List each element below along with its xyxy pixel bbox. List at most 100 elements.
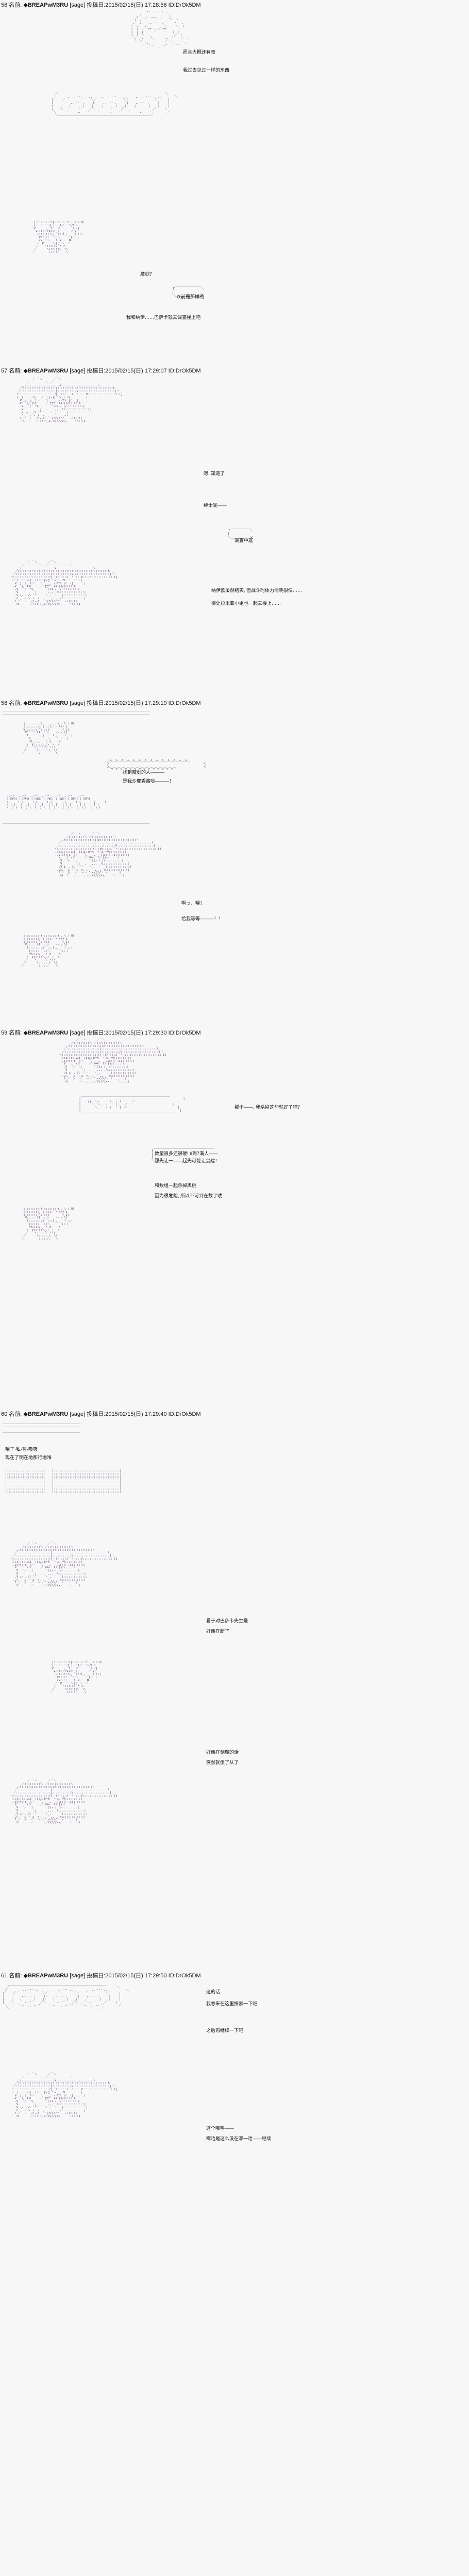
name-label: 名前:	[9, 700, 22, 706]
poster-id: DrOk5DM	[175, 368, 201, 374]
ascii-art-crowd-58: ,.⌒ヽ ,.⌒ヽ ,.⌒ヽ ,.⌒ヽ ,.⌒ヽ ,.⌒ヽ ,.⌒ヽ ( ﾟ∀ﾟ…	[7, 794, 107, 810]
post-56: 56 名前: ◆BREAPwM3RU [sage] 投稿日:2015/02/15…	[0, 0, 469, 366]
post-date: 2015/02/15(日)	[105, 368, 143, 374]
dialogue-line: 魔剑？	[140, 272, 155, 277]
dialogue-line: 看于对巴萨卡先生是	[206, 1618, 248, 1623]
ascii-art-figure-60c: ／ ＾ヽ ／＾＼ ／:::::::::＼ ／:::::::::::::＼ ,.ｲ…	[11, 1780, 118, 1825]
poster-id-label: ID:	[168, 368, 176, 374]
post-number: 58	[1, 700, 8, 706]
tripcode[interactable]: ◆BREAPwM3RU	[23, 1973, 69, 1979]
ascii-art-character-57b: ／ ＾ヽ ／＾＼ ／:::::::::＼ ／:::::::::::::＼ ,.ｲ…	[11, 561, 118, 606]
date-label: 投稿日:	[87, 2, 106, 8]
post-59: 59 名前: ◆BREAPwM3RU [sage] 投稿日:2015/02/15…	[0, 1028, 469, 1409]
post-time: 17:29:50	[144, 1973, 167, 1979]
ascii-art-body-56: ＿＿＿＿＿＿＿＿＿＿＿＿＿＿＿＿＿＿＿＿＿＿＿＿＿＿＿＿＿＿＿＿＿＿ ／ ＼ ／…	[52, 90, 178, 117]
post-58: 58 名前: ◆BREAPwM3RU [sage] 投稿日:2015/02/15…	[0, 698, 469, 1028]
tripcode[interactable]: ◆BREAPwM3RU	[23, 2, 69, 8]
ascii-art-figure-58c: |:::::::::ﾄ|::::::::ｲ ､ l ﾉ 川 |::::::::{…	[22, 935, 74, 968]
tripcode[interactable]: ◆BREAPwM3RU	[23, 1030, 69, 1036]
poster-id: DrOk5DM	[175, 700, 201, 706]
poster-id-label: ID:	[168, 1030, 176, 1036]
post-number: 56	[1, 2, 8, 8]
dialogue-line: 这个哪呼——	[206, 2126, 234, 2131]
dialogue-line: 那先让一——起先可能让会建！	[155, 1158, 220, 1163]
post-date: 2015/02/15(日)	[105, 1411, 143, 1417]
name-label: 名前:	[9, 2, 22, 8]
dialogue-line: 是我沙耶香酱哒———！	[123, 778, 174, 784]
ascii-art-divider-58: ＿＿＿＿＿＿＿＿＿＿＿＿＿＿＿＿＿＿＿＿＿＿＿＿＿＿＿＿＿＿＿＿＿＿＿＿＿＿＿＿…	[3, 709, 150, 715]
dialogue-line: 好像在剑魔的话	[206, 1750, 239, 1755]
post-61: 61 名前: ◆BREAPwM3RU [sage] 投稿日:2015/02/15…	[0, 1971, 469, 2166]
post-header: 58 名前: ◆BREAPwM3RU [sage] 投稿日:2015/02/15…	[0, 698, 469, 708]
post-date: 2015/02/15(日)	[105, 1973, 143, 1979]
dialogue-line: 之后再继续一下吧	[206, 2028, 244, 2033]
poster-id: DrOk5DM	[175, 1030, 201, 1036]
post-number: 60	[1, 1411, 8, 1417]
tripcode[interactable]: ◆BREAPwM3RU	[23, 700, 69, 706]
post-date: 2015/02/15(日)	[105, 1030, 143, 1036]
sage-tag: [sage]	[70, 2, 86, 8]
post-header: 56 名前: ◆BREAPwM3RU [sage] 投稿日:2015/02/15…	[0, 0, 469, 10]
dialogue-line: 好像在断了	[206, 1629, 230, 1634]
post-time: 17:29:19	[144, 700, 167, 706]
date-label: 投稿日:	[87, 700, 106, 706]
tripcode[interactable]: ◆BREAPwM3RU	[23, 368, 69, 374]
post-number: 59	[1, 1030, 8, 1036]
speech-bubble-frame: ｆ￣￣￣￣￣￣￣￣＼ | ＼＿＿＿＿＿＿＿＿乂	[172, 287, 204, 297]
poster-id: DrOk5DM	[175, 1411, 201, 1417]
post-60: 60 名前: ◆BREAPwM3RU [sage] 投稿日:2015/02/15…	[0, 1409, 469, 1971]
post-number: 61	[1, 1973, 8, 1979]
dialogue-line: 绅士呢——	[204, 503, 227, 508]
dialogue-line: 找到魔剑的人———	[123, 770, 165, 775]
ascii-art-figure-59: ／ ＾ヽ ／＾＼ ／:::::::::＼ ／:::::::::::::＼ ,.ｲ…	[60, 1039, 166, 1084]
ascii-art-divider-58c: ＿＿＿＿＿＿＿＿＿＿＿＿＿＿＿＿＿＿＿＿＿＿＿＿＿＿＿＿＿＿＿＿＿＿＿＿＿＿＿＿…	[3, 1007, 150, 1010]
dialogue-line: 得让拉米亚小姐也一起去楼上……	[211, 601, 281, 606]
dialogue-line: 我和纳伊……巴萨卡就去调查楼上吧	[126, 315, 201, 320]
ascii-art-figure-60b: |:::::::::ﾄ|::::::::ｲ ､ l ﾉ 川 |::::::::{…	[50, 1661, 103, 1694]
post-57: 57 名前: ◆BREAPwM3RU [sage] 投稿日:2015/02/15…	[0, 366, 469, 698]
dialogue-line: 现在了明在地那行地唯	[5, 1455, 52, 1460]
ascii-art-figure-58b: ／ ＾ヽ ／＾＼ ／:::::::::＼ ／:::::::::::::＼ ,.ｲ…	[55, 833, 161, 878]
sage-tag: [sage]	[70, 1973, 86, 1979]
post-date: 2015/02/15(日)	[105, 2, 143, 8]
dialogue-line: 而且大概还有毒	[183, 49, 216, 55]
poster-id: DrOk5DM	[175, 2, 201, 8]
poster-id-label: ID:	[168, 2, 176, 8]
tripcode[interactable]: ◆BREAPwM3RU	[23, 1411, 69, 1417]
post-header: 59 名前: ◆BREAPwM3RU [sage] 投稿日:2015/02/15…	[0, 1028, 469, 1038]
dialogue-line: 突然就像了从了	[206, 1760, 239, 1765]
post-time: 17:29:40	[144, 1411, 167, 1417]
dialogue-line: 数量很多还很硬! 6到7满人——	[155, 1151, 219, 1156]
post-number: 57	[1, 368, 8, 374]
poster-id-label: ID:	[168, 1411, 176, 1417]
ascii-art-face-56: ,. -‐―‐- ､ , '´ ` 、 / ,. -――- 、 ＼ / , '´…	[131, 10, 191, 49]
sage-tag: [sage]	[70, 700, 86, 706]
post-time: 17:29:07	[144, 368, 167, 374]
dialogue-line: 给我等等———！！	[181, 916, 224, 921]
ascii-art-figure-60: ／ ＾ヽ ／＾＼ ／:::::::::＼ ／:::::::::::::＼ ,.ｲ…	[11, 1543, 118, 1588]
date-label: 投稿日:	[87, 1973, 106, 1979]
dialogue-line: 我过去见过一样的东西	[183, 67, 230, 73]
post-date: 2015/02/15(日)	[105, 700, 143, 706]
dialogue-line: 嗯, 知道了	[204, 471, 225, 476]
poster-id: DrOk5DM	[175, 1973, 201, 1979]
sage-tag: [sage]	[70, 1030, 86, 1036]
dialogue-line: 纳伊欧虽然结实, 但战斗时体力消耗很快……	[211, 588, 303, 593]
post-header: 60 名前: ◆BREAPwM3RU [sage] 投稿日:2015/02/15…	[0, 1409, 469, 1419]
ascii-art-grid-60: |:::::::::::::::::::::| |:::::::::::::::…	[5, 1469, 122, 1494]
post-header: 57 名前: ◆BREAPwM3RU [sage] 投稿日:2015/02/15…	[0, 366, 469, 376]
dialogue-line: 我意来在这里搜索一下吧	[206, 2001, 258, 2006]
date-label: 投稿日:	[87, 368, 106, 374]
dialogue-line: 喂子·私·暂·吸吸	[5, 1447, 38, 1452]
ascii-art-shout-58: ＿人＿人＿人＿人＿人＿人＿人＿人＿人＿人＿人＿人＿人＿人＿ ＞ ＜ ＞ ＜ ￣Y…	[106, 759, 206, 772]
speech-bubble-frame-59: ＿＿＿＿＿＿＿＿＿＿＿＿＿＿＿＿＿＿＿ | | | ＼＿＿＿＿＿＿＿＿＿＿＿＿＿…	[151, 1146, 214, 1163]
name-label: 名前:	[9, 368, 22, 374]
ascii-art-figure-56: |:::::::::ﾄ|::::::::ｲ ､ l ﾉ 川 |::::::::{…	[32, 221, 85, 254]
ascii-art-panel-59: ＿＿＿＿＿＿＿＿＿＿＿＿＿＿＿＿＿＿＿＿＿＿＿＿＿＿＿＿＿＿＿ | | | ((…	[79, 1094, 185, 1112]
dialogue-line: 啊っ、喂！	[181, 901, 205, 906]
post-time: 17:29:30	[144, 1030, 167, 1036]
ascii-art-figure-58: |:::::::::ﾄ|::::::::ｲ ､ l ﾉ 川 |::::::::{…	[22, 722, 74, 755]
sage-tag: [sage]	[70, 368, 86, 374]
ascii-art-divider-58b: ＿＿＿＿＿＿＿＿＿＿＿＿＿＿＿＿＿＿＿＿＿＿＿＿＿＿＿＿＿＿＿＿＿＿＿＿＿＿＿＿…	[3, 821, 150, 824]
dialogue-line: 这的话	[206, 1989, 221, 1994]
